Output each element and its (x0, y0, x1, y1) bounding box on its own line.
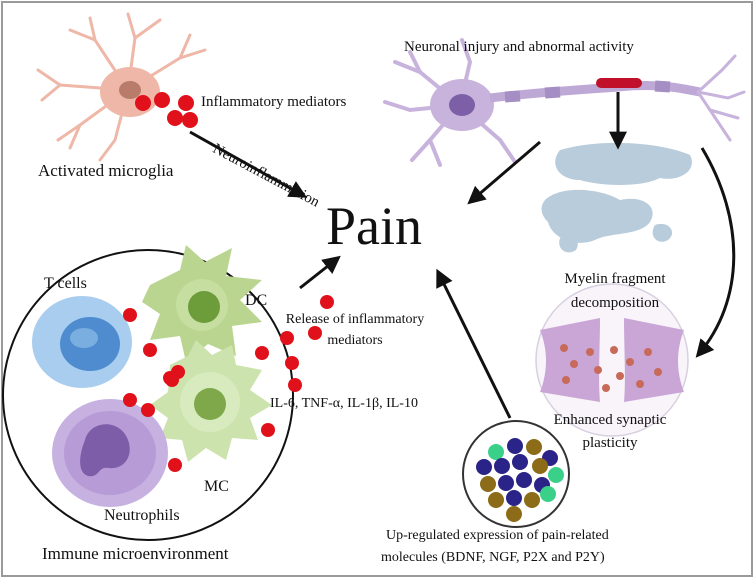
mediator-dot (280, 331, 294, 345)
neuronal-injury-label: Neuronal injury and abnormal activity (404, 39, 634, 55)
molecule-dot (480, 476, 496, 492)
vesicle (602, 384, 610, 392)
molecule-dot (494, 458, 510, 474)
molecule-dot (512, 454, 528, 470)
synaptic-label-line-2: plasticity (582, 435, 638, 451)
myelin-label-line-1: Myelin fragment (564, 271, 666, 287)
arrow-microglia-to-pain (189, 130, 308, 198)
molecule-dot (524, 492, 540, 508)
vesicle (562, 376, 570, 384)
arrows (189, 92, 736, 419)
molecule-dot (532, 458, 548, 474)
arrow-to-synapse (695, 147, 736, 358)
molecule-dot (488, 492, 504, 508)
mediator-dot (165, 373, 179, 387)
activated-microglia-label: Activated microglia (38, 161, 174, 180)
molecule-dot (498, 475, 514, 491)
vesicle (626, 358, 634, 366)
injury-mark (596, 78, 642, 88)
upregulated-label-line-2: molecules (BDNF, NGF, P2X and P2Y) (381, 550, 605, 565)
dendritic-cell (142, 245, 262, 362)
upregulated-label-line-1: Up-regulated expression of pain-related (386, 528, 609, 543)
vesicle (586, 348, 594, 356)
mediator-dot (168, 458, 182, 472)
mediator-dot (123, 308, 137, 322)
synaptic-label-line-1: Enhanced synaptic (553, 412, 667, 428)
mediator-dot (178, 95, 194, 111)
pain-related-molecules (476, 438, 564, 522)
neutrophils-label: Neutrophils (104, 507, 180, 524)
mc-label: MC (204, 478, 229, 495)
myelin-fragments (541, 142, 692, 253)
vesicle (654, 368, 662, 376)
synapse-illustration (535, 283, 689, 437)
mediator-dot (167, 110, 183, 126)
mediator-dot (154, 92, 170, 108)
vesicle (610, 346, 618, 354)
vesicle (594, 366, 602, 374)
arrow-immune-to-pain (299, 255, 341, 290)
vesicle (616, 372, 624, 380)
inflammatory-mediators-label: Inflammatory mediators (201, 94, 347, 110)
dc-label: DC (245, 292, 268, 309)
t-cell (32, 296, 132, 388)
arrow-neuron-to-pain (467, 140, 541, 205)
molecule-dot (526, 439, 542, 455)
molecule-dot (548, 467, 564, 483)
release-label-line-2: mediators (327, 333, 383, 348)
microglia-mediator-dots (135, 92, 198, 128)
pain-title: Pain (326, 196, 423, 256)
release-label-line-1: Release of inflammatory (285, 312, 425, 327)
mediator-dot (320, 295, 334, 309)
mediator-dot (123, 393, 137, 407)
immune-microenvironment-label: Immune microenvironment (42, 544, 229, 563)
mediator-dot (143, 343, 157, 357)
t-cells-label: T cells (44, 275, 87, 292)
mediator-dot (285, 356, 299, 370)
molecule-dot (506, 490, 522, 506)
mediator-dot (288, 378, 302, 392)
microglia-cell (36, 12, 207, 162)
vesicle (636, 380, 644, 388)
myelin-label-line-2: decomposition (570, 295, 660, 311)
vesicle (570, 360, 578, 368)
cytokines-label: IL-6, TNF-α, IL-1β, IL-10 (270, 396, 418, 411)
synaptic-vesicles (560, 344, 662, 392)
molecule-dot (507, 438, 523, 454)
mediator-dot (255, 346, 269, 360)
molecule-dot (506, 506, 522, 522)
molecule-dot (516, 472, 532, 488)
mediator-dot (182, 112, 198, 128)
mediator-dot (308, 326, 322, 340)
mediator-dot (261, 423, 275, 437)
vesicle (644, 348, 652, 356)
molecule-dot (488, 444, 504, 460)
molecule-dot (476, 459, 492, 475)
mediator-dot (135, 95, 151, 111)
vesicle (560, 344, 568, 352)
neutrophil (52, 399, 168, 507)
immune-mediator-dots (123, 295, 334, 472)
molecule-dot (540, 486, 556, 502)
neuron-cell (383, 38, 746, 167)
arrow-molecules-to-pain (436, 268, 512, 419)
mediator-dot (141, 403, 155, 417)
